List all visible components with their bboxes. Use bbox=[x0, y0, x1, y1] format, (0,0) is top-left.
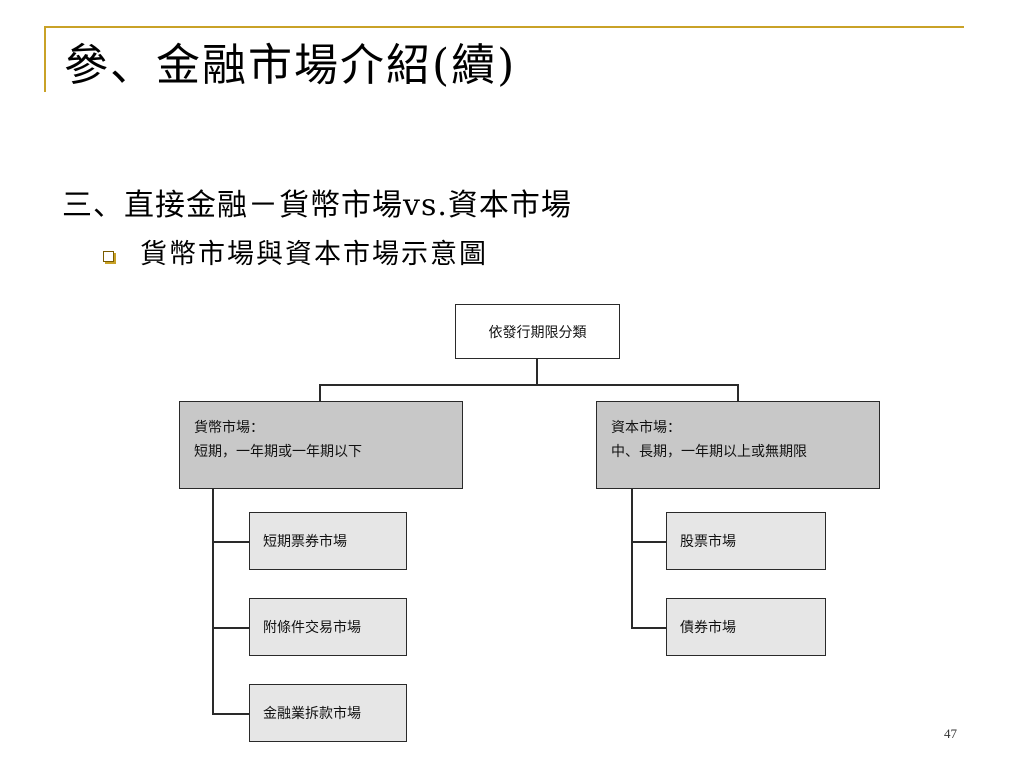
connector-money-leaf-1 bbox=[212, 541, 250, 543]
leaf-stock-market: 股票市場 bbox=[666, 512, 826, 570]
page-number: 47 bbox=[944, 726, 957, 741]
money-market-desc: 短期，一年期或一年期以下 bbox=[194, 444, 362, 460]
connector-capital-leaf-2 bbox=[631, 627, 667, 629]
money-market-title: 貨幣市場： bbox=[194, 420, 264, 436]
connector-money-leaf-3 bbox=[212, 713, 250, 715]
capital-market-title: 資本市場： bbox=[611, 420, 681, 436]
connector-horizontal bbox=[319, 384, 738, 386]
leaf-repo-market: 附條件交易市場 bbox=[249, 598, 407, 656]
money-market-node: 貨幣市場： 短期，一年期或一年期以下 bbox=[179, 401, 463, 489]
bullet-text: 貨幣市場與資本市場示意圖 bbox=[140, 239, 488, 270]
leaf-short-term-bills: 短期票券市場 bbox=[249, 512, 407, 570]
square-bullet-icon bbox=[103, 251, 114, 262]
title-accent-bar bbox=[44, 26, 46, 92]
capital-market-node: 資本市場： 中、長期，一年期以上或無期限 bbox=[596, 401, 880, 489]
section-heading: 三、直接金融－貨幣市場vs.資本市場 bbox=[62, 188, 572, 223]
connector-capital-trunk bbox=[631, 488, 633, 628]
leaf-bond-market: 債券市場 bbox=[666, 598, 826, 656]
connector-root-down bbox=[536, 358, 538, 385]
leaf-interbank-call-market: 金融業拆款市場 bbox=[249, 684, 407, 742]
connector-money-trunk bbox=[212, 488, 214, 714]
root-node: 依發行期限分類 bbox=[455, 304, 620, 359]
connector-to-capital bbox=[737, 384, 739, 402]
connector-money-leaf-2 bbox=[212, 627, 250, 629]
title-accent-line bbox=[44, 26, 964, 28]
connector-capital-leaf-1 bbox=[631, 541, 667, 543]
slide-title: 參、金融市場介紹(續) bbox=[64, 40, 517, 91]
capital-market-desc: 中、長期，一年期以上或無期限 bbox=[611, 444, 807, 460]
connector-to-money bbox=[319, 384, 321, 402]
